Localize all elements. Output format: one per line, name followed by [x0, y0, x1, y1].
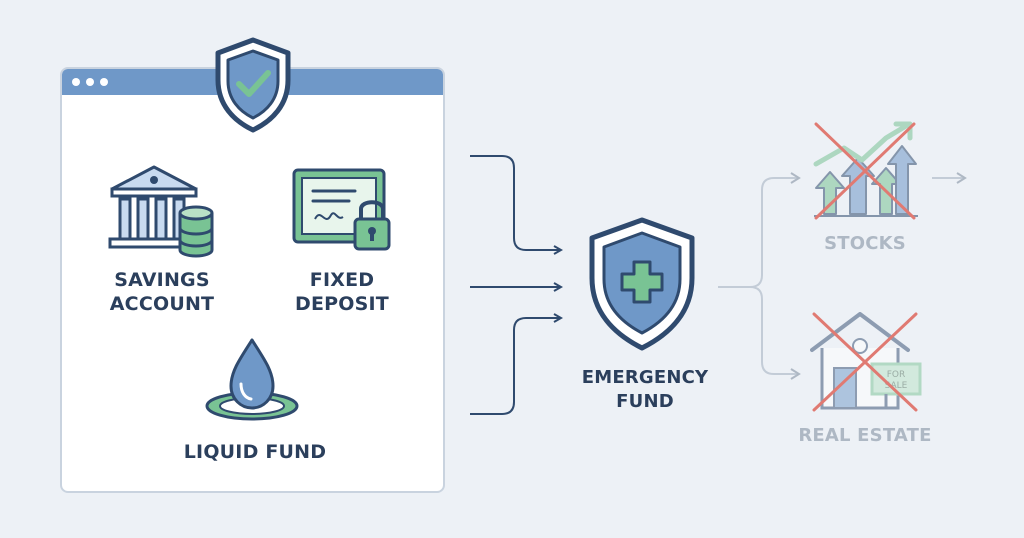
- window-dot: [72, 78, 80, 86]
- shield-check-icon: [215, 37, 291, 133]
- savings-account-label: SAVINGS ACCOUNT: [109, 269, 215, 315]
- faded-connector: [749, 286, 801, 380]
- certificate-with-lock-icon: [292, 168, 391, 251]
- cross-mark: [812, 312, 918, 412]
- window-dot: [100, 78, 108, 86]
- connector-arrow: [470, 155, 560, 250]
- connector-arrow: [470, 318, 560, 415]
- fixed-deposit-label: FIXED DEPOSIT: [295, 269, 389, 315]
- bank-with-coins-icon: [108, 165, 214, 258]
- real-estate-label: REAL ESTATE: [798, 425, 932, 446]
- liquid-fund-label: LIQUID FUND: [183, 441, 327, 463]
- stock-chart-icon: [813, 121, 918, 220]
- emergency-fund-label: EMERGENCY FUND: [581, 367, 709, 412]
- shield-plus-icon: [589, 217, 695, 351]
- cross-mark: [814, 122, 916, 220]
- window-dot: [86, 78, 94, 86]
- faded-connector: [718, 172, 801, 288]
- water-drop-icon: [205, 338, 299, 421]
- stocks-label: STOCKS: [824, 233, 906, 254]
